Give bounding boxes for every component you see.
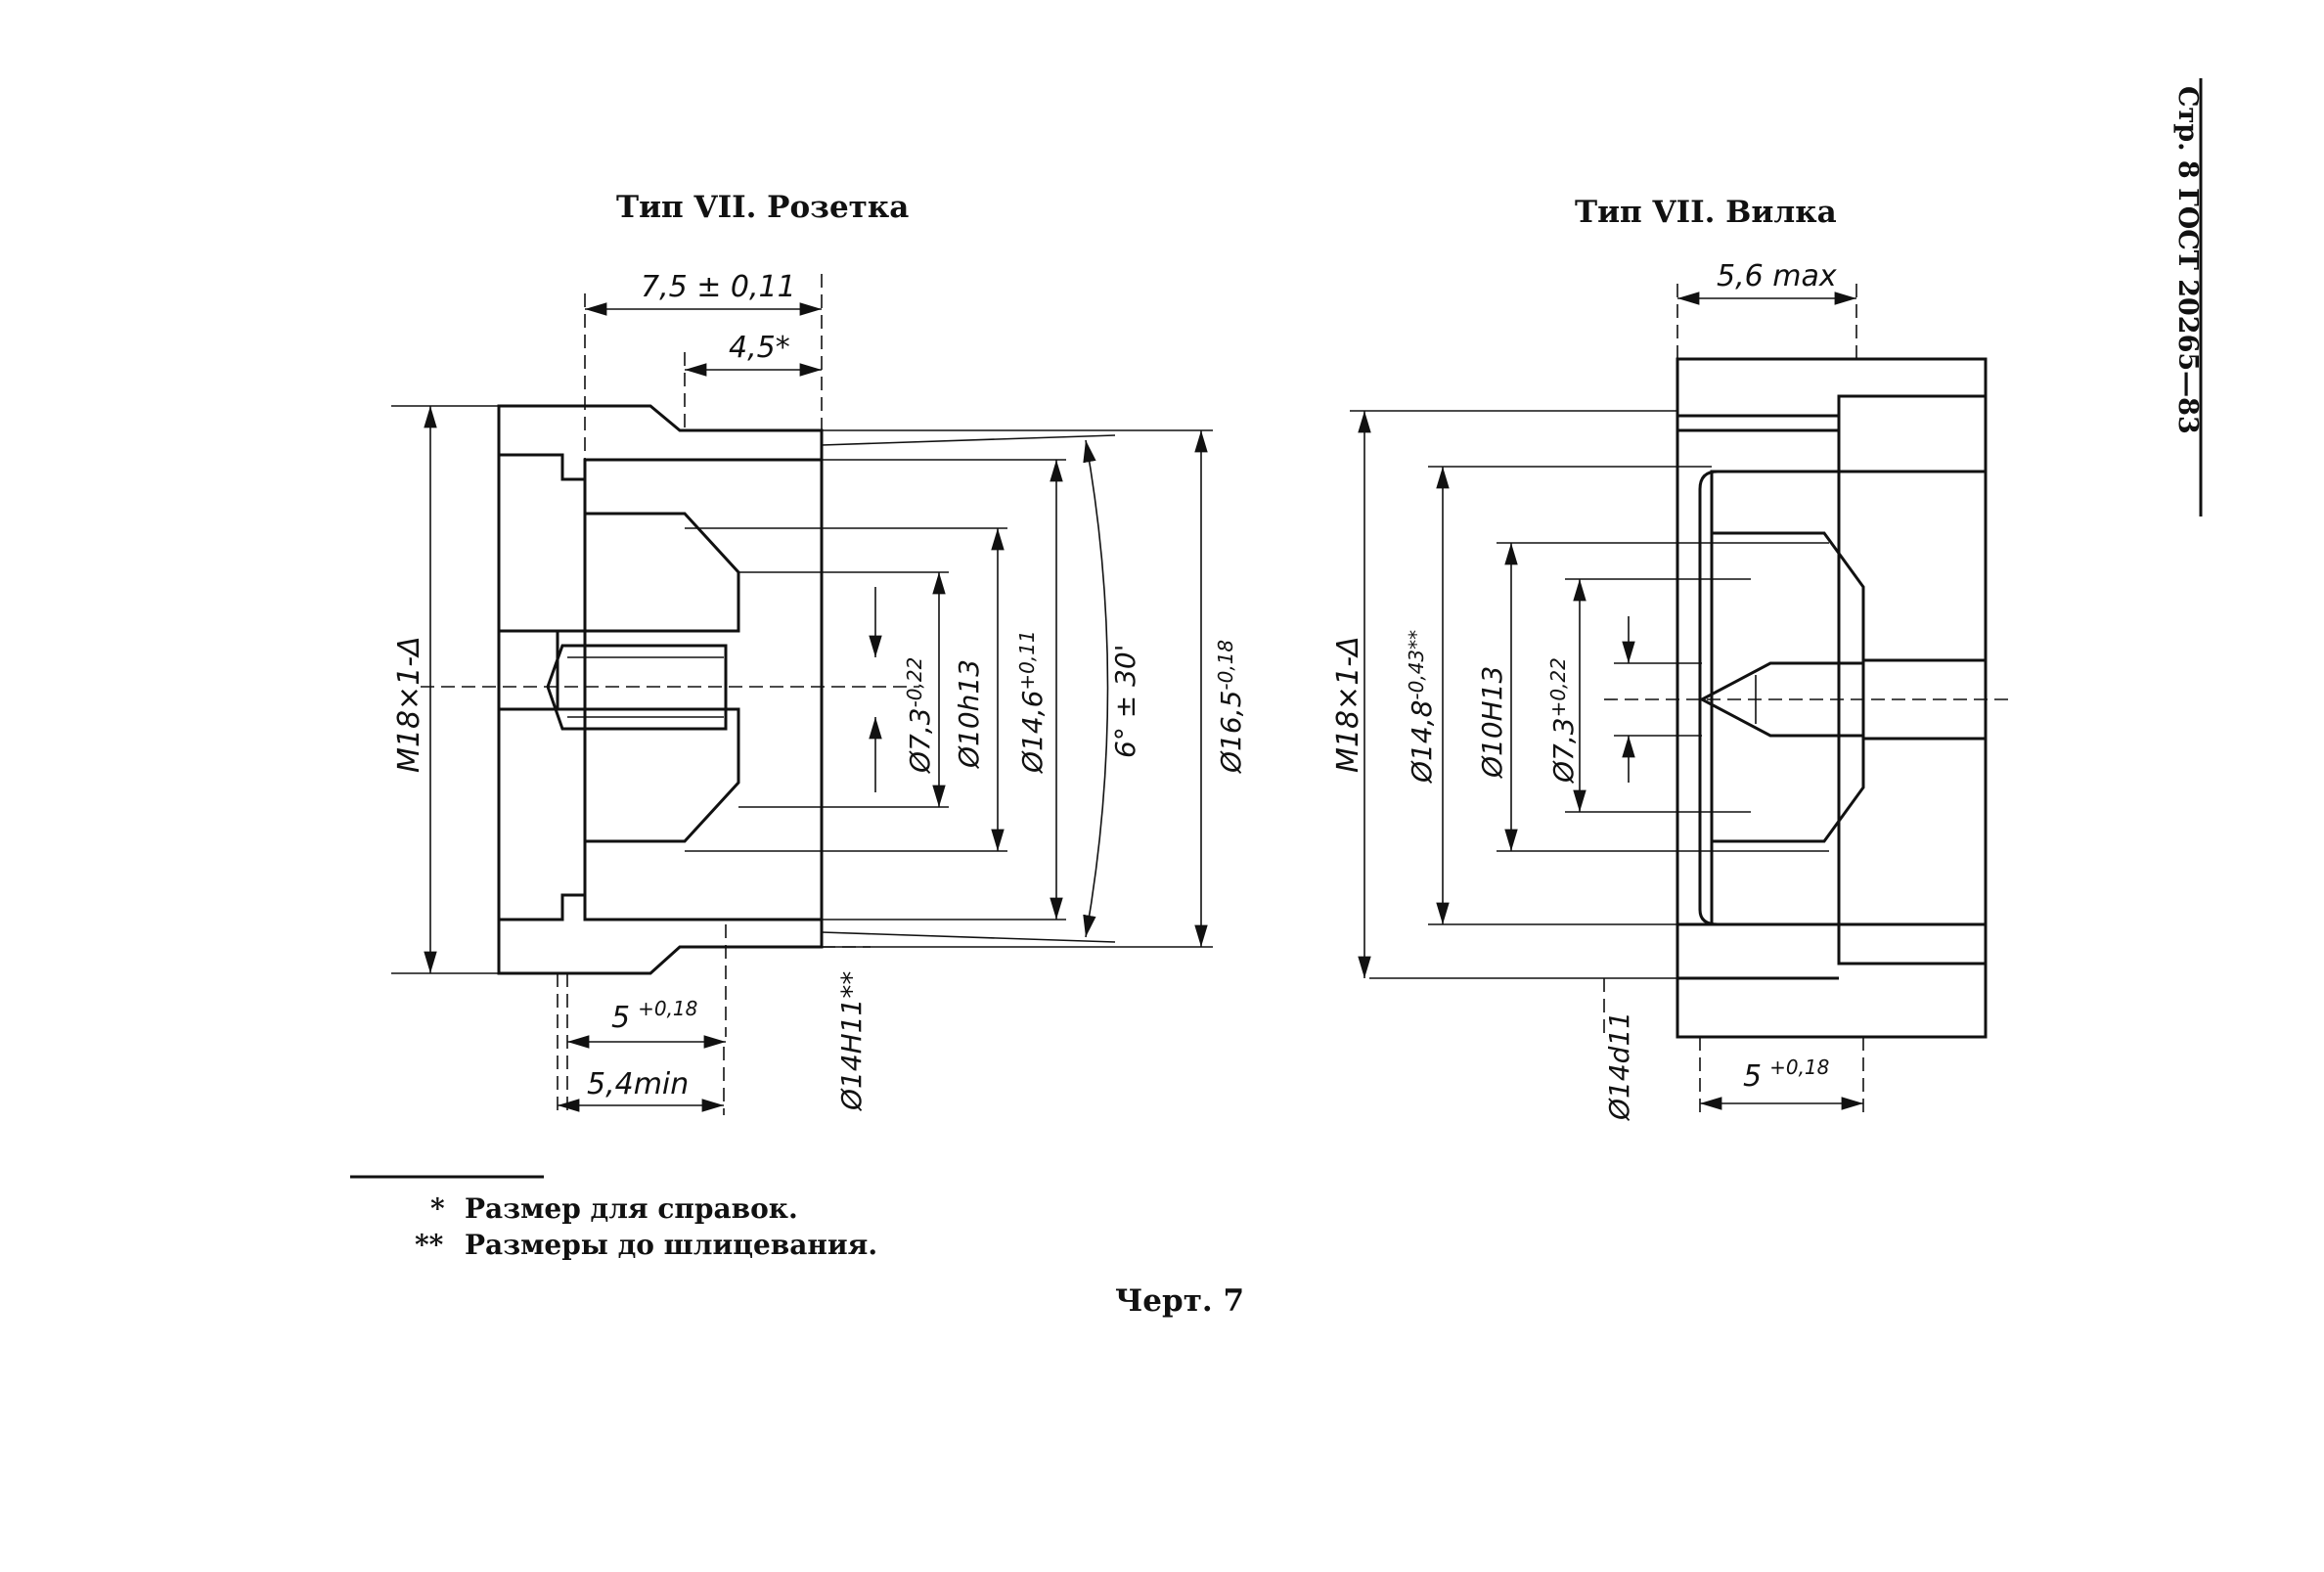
plug-drawing: Тип VII. Вилка	[1331, 195, 2015, 1121]
socket-dim-thread: M18×1-Δ	[392, 636, 426, 773]
socket-dim-angle: 6° ± 30'	[1109, 645, 1141, 758]
socket-dim-bore: Ø10h13	[953, 659, 985, 769]
plug-dim-thread: M18×1-Δ	[1331, 636, 1365, 773]
socket-dim-depth-tol: +0,18	[638, 997, 697, 1020]
socket-extension-lines	[391, 274, 1213, 1115]
socket-dim-cone: Ø14,6+0,11	[1015, 630, 1049, 774]
plug-dim-outer-tol: -0,43**	[1405, 630, 1428, 700]
socket-pin	[546, 644, 728, 731]
footnote-2-text: Размеры до шлицевания.	[465, 1229, 877, 1261]
socket-dim-depth: 5 +0,18	[611, 997, 697, 1035]
socket-title: Тип VII. Розетка	[616, 190, 909, 225]
plug-shell	[1676, 357, 1988, 1039]
socket-dim-outer-tol: -0,18	[1214, 640, 1237, 691]
socket-dim-cone-tol: +0,11	[1015, 630, 1039, 690]
socket-dim-pin-value: Ø7,3	[904, 707, 936, 774]
plug-dim-outer: Ø14,8-0,43**	[1405, 630, 1438, 784]
plug-dim-pin: Ø7,3+0,22	[1546, 657, 1580, 784]
footnote-2-mark: **	[415, 1229, 444, 1261]
socket-dim-overall-length: 7,5 ± 0,11	[641, 270, 796, 304]
plug-dim-depth-tol: +0,18	[1769, 1055, 1829, 1079]
socket-drawing: Тип VII. Розетка	[391, 190, 1247, 1115]
socket-dim-outer-value: Ø16,5	[1215, 691, 1247, 774]
plug-dim-pin-tol: +0,22	[1546, 657, 1570, 717]
socket-dim-ref-length: 4,5*	[729, 331, 790, 365]
page-header: Стр. 8 ГОСТ 20265—83	[2172, 78, 2203, 517]
socket-dim-depth-value: 5	[611, 1001, 630, 1035]
plug-title: Тип VII. Вилка	[1575, 195, 1837, 230]
plug-dim-pin-value: Ø7,3	[1547, 717, 1580, 784]
plug-insulator	[1698, 470, 1988, 926]
plug-pin	[1698, 658, 1986, 741]
figure-caption: Черт. 7	[1115, 1283, 1244, 1319]
plug-dim-collar: Ø14d11	[1603, 1011, 1635, 1121]
socket-dim-cone-value: Ø14,6	[1016, 691, 1049, 774]
footnote-1-text: Размер для справок.	[465, 1192, 798, 1225]
plug-dim-depth: 5 +0,18	[1743, 1055, 1829, 1094]
plug-dim-max-len: 5,6 max	[1717, 259, 1837, 293]
socket-dim-min-len: 5,4min	[587, 1067, 689, 1101]
plug-dim-depth-value: 5	[1743, 1059, 1762, 1094]
plug-dim-outer-value: Ø14,8	[1406, 700, 1438, 784]
footnote-1-mark: *	[430, 1192, 445, 1225]
socket-dim-outer: Ø16,5-0,18	[1214, 640, 1247, 774]
plug-dim-bore: Ø10H13	[1476, 666, 1508, 779]
socket-dim-slot: Ø14H11**	[835, 971, 868, 1111]
socket-dim-pin: Ø7,3-0,22	[903, 657, 936, 774]
socket-dim-pin-tol: -0,22	[903, 657, 926, 708]
footnotes: * Размер для справок. ** Размеры до шлиц…	[350, 1175, 877, 1261]
page-label: Стр. 8 ГОСТ 20265—83	[2172, 86, 2203, 434]
